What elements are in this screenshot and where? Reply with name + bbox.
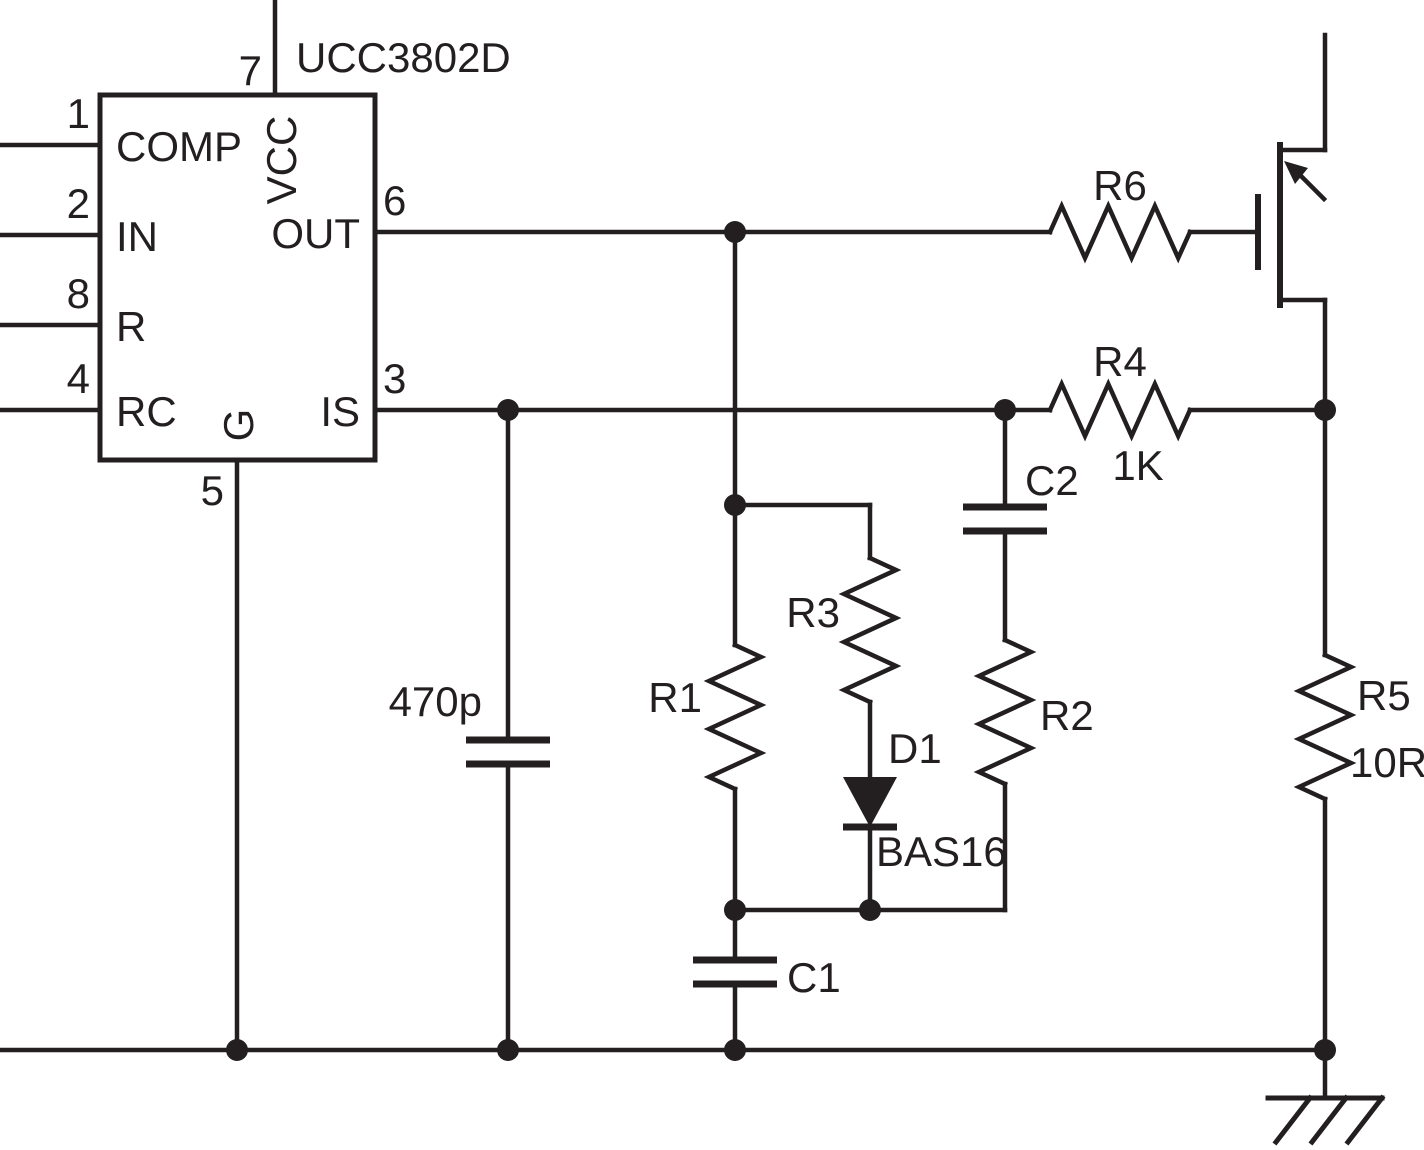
r5-value: 10R (1350, 739, 1424, 786)
diode-d1: D1 BAS16 (843, 725, 1007, 875)
junctions (226, 221, 1336, 1061)
pin-out-number: 6 (383, 177, 406, 224)
ic-ucc3802d: UCC3802D 7 VCC 1 COMP 2 IN 8 R 4 RC 6 OU… (0, 0, 511, 1053)
junction-dot (724, 1039, 746, 1061)
pin-r-number: 8 (67, 270, 90, 317)
junction-dot (1314, 399, 1336, 421)
pin-comp-label: COMP (116, 123, 242, 170)
junction-dot (859, 899, 881, 921)
d1-label: D1 (888, 725, 942, 772)
resistor-r2: R2 (973, 637, 1094, 787)
mosfet-arrow-icon (1284, 161, 1308, 184)
pin-vcc-number: 7 (239, 47, 262, 94)
pin-comp-number: 1 (67, 90, 90, 137)
capacitor-470p: 470p (389, 678, 550, 768)
r3-label: R3 (786, 589, 840, 636)
resistor-r3: R3 (786, 555, 902, 705)
junction-dot (497, 1039, 519, 1061)
resistor-r4-symbol (1047, 378, 1193, 442)
resistor-r3-symbol (838, 555, 902, 705)
capacitor-c1: C1 (693, 954, 841, 1001)
c470-value: 470p (389, 678, 482, 725)
pin-g-number: 5 (201, 467, 224, 514)
r4-value: 1K (1112, 442, 1163, 489)
pin-out-label: OUT (271, 210, 360, 257)
pin-in-number: 2 (67, 180, 90, 227)
resistor-r5: R5 10R (1293, 652, 1424, 802)
c2-label: C2 (1025, 457, 1079, 504)
ground-hatch-3 (1344, 1094, 1386, 1146)
pin-g-label: G (215, 409, 262, 442)
r2-label: R2 (1040, 692, 1094, 739)
junction-dot (226, 1039, 248, 1061)
wires (0, 32, 1328, 1101)
ic-part-label: UCC3802D (296, 34, 511, 81)
junction-dot (724, 899, 746, 921)
r6-label: R6 (1093, 162, 1147, 209)
capacitor-c2: C2 (963, 457, 1079, 535)
pin-is-label: IS (320, 388, 360, 435)
junction-dot (994, 399, 1016, 421)
resistor-r6-symbol (1047, 200, 1193, 264)
resistor-r6: R6 (1047, 162, 1193, 264)
resistor-r1: R1 (648, 642, 767, 792)
r1-label: R1 (648, 674, 702, 721)
mosfet (1255, 142, 1328, 308)
r5-label: R5 (1357, 672, 1411, 719)
r4-label: R4 (1093, 338, 1147, 385)
pin-is-number: 3 (383, 355, 406, 402)
resistor-r5-symbol (1293, 652, 1357, 802)
junction-dot (497, 399, 519, 421)
junction-dot (724, 221, 746, 243)
junction-dot (724, 494, 746, 516)
diode-d1-symbol (843, 777, 897, 827)
resistor-r1-symbol (703, 642, 767, 792)
pin-r-label: R (116, 303, 146, 350)
pin-vcc-label: VCC (258, 116, 305, 205)
mosfet-arrow-tail (1296, 171, 1328, 203)
c1-label: C1 (787, 954, 841, 1001)
resistor-r2-symbol (973, 637, 1037, 787)
pin-rc-number: 4 (67, 355, 90, 402)
pin-in-label: IN (116, 213, 158, 260)
d1-part-label: BAS16 (876, 828, 1007, 875)
ground-hatch-1 (1272, 1094, 1314, 1146)
ground-hatch-2 (1308, 1094, 1350, 1146)
resistor-r4: R4 1K (1047, 338, 1193, 489)
ground-icon (1265, 1094, 1386, 1146)
junction-dot (1314, 1039, 1336, 1061)
pin-rc-label: RC (116, 388, 177, 435)
